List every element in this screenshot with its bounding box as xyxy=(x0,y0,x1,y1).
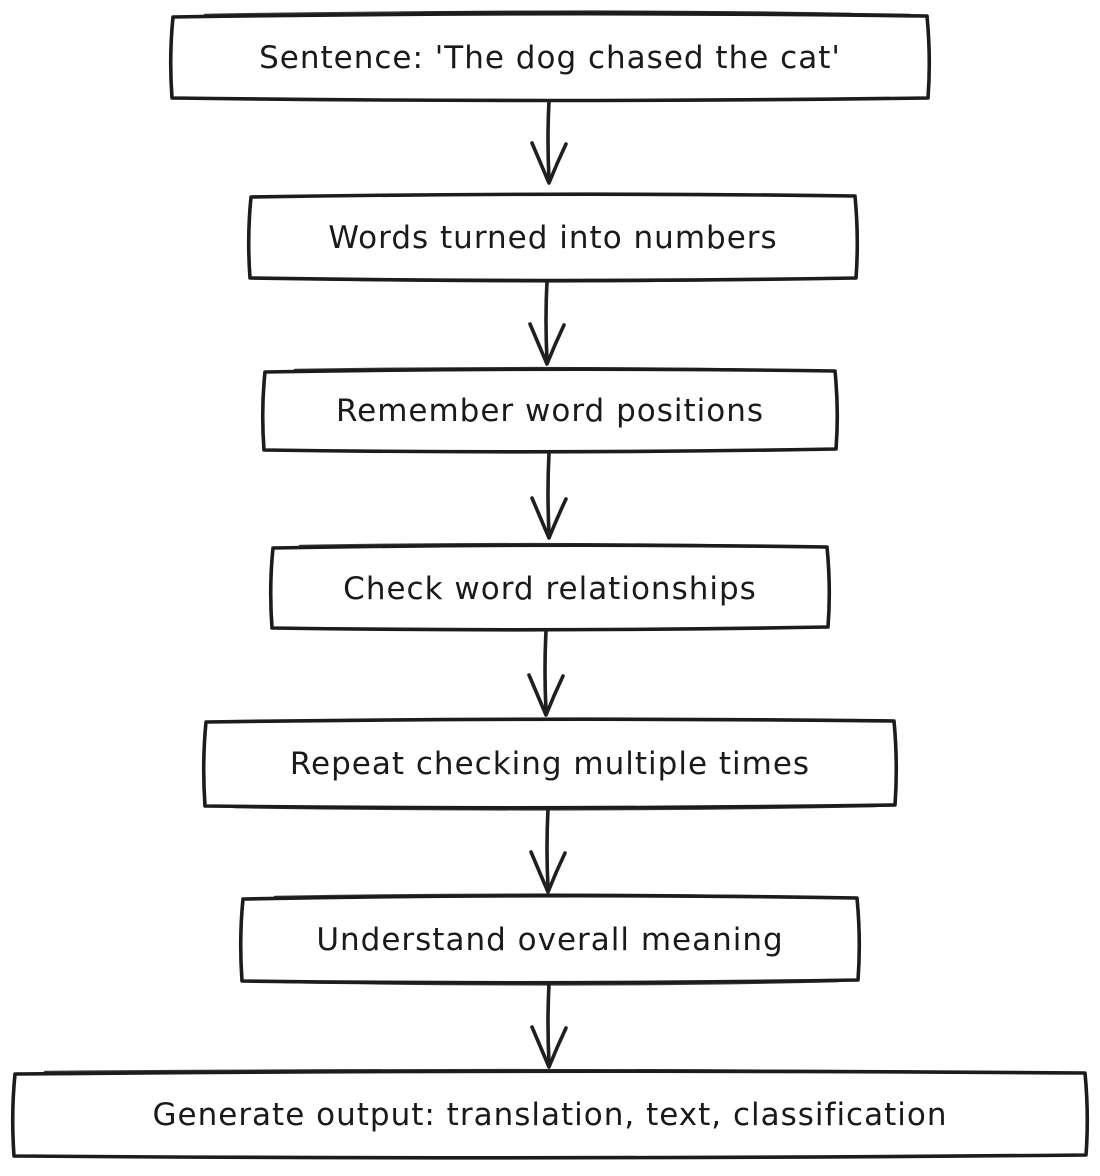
flow-arrow xyxy=(530,982,568,1069)
node-label: Repeat checking multiple times xyxy=(290,746,810,782)
node-label: Understand overall meaning xyxy=(316,922,783,958)
node-overall-meaning: Understand overall meaning xyxy=(238,893,862,986)
node-word-positions: Remember word positions xyxy=(260,366,840,454)
node-sentence-input: Sentence: 'The dog chased the cat' xyxy=(168,10,932,103)
node-label: Sentence: 'The dog chased the cat' xyxy=(259,40,841,76)
flow-arrow xyxy=(529,807,567,894)
node-label: Remember word positions xyxy=(336,393,764,429)
node-label: Generate output: translation, text, clas… xyxy=(153,1097,948,1133)
node-words-to-numbers: Words turned into numbers xyxy=(246,192,860,283)
node-generate-output: Generate output: translation, text, clas… xyxy=(10,1068,1090,1160)
node-label: Words turned into numbers xyxy=(328,220,777,256)
flow-arrow xyxy=(528,279,566,366)
node-label: Check word relationships xyxy=(343,571,757,607)
node-repeat-checking: Repeat checking multiple times xyxy=(201,717,899,811)
flow-arrow xyxy=(527,629,565,717)
flow-arrow xyxy=(530,451,568,540)
node-word-relationships: Check word relationships xyxy=(268,542,832,632)
flow-arrow xyxy=(530,99,568,185)
